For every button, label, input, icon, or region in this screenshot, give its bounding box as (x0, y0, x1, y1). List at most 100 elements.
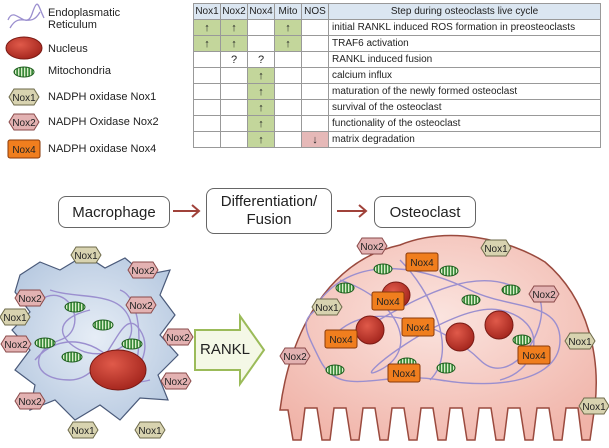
table-cell (220, 99, 248, 116)
table-cell (301, 99, 329, 116)
nox4-marker-label: Nox4 (12, 145, 36, 156)
er-legend-icon (7, 3, 45, 29)
nox1-marker-label: Nox1 (74, 251, 98, 262)
nox4-marker-label: Nox4 (410, 258, 434, 269)
table-cell (301, 115, 329, 132)
table-cell (220, 131, 248, 148)
nox2-marker-label: Nox2 (360, 242, 384, 253)
nox4-marker: Nox4 (405, 252, 439, 272)
nox2-marker: Nox2 (127, 261, 159, 279)
legend-nox4: NADPH oxidase Nox4 (0, 138, 156, 160)
table-cell: ↓ (301, 131, 329, 148)
osteoclast-steps-table: Nox1 Nox2 Nox4 Mito NOS Step during oste… (193, 3, 601, 148)
nox2-marker: Nox2 (160, 372, 192, 390)
nox2-marker-label: Nox2 (166, 333, 190, 344)
nox2-marker-label: Nox2 (129, 301, 153, 312)
nox4-marker: Nox4 (324, 329, 358, 349)
macrophage-cell (11, 254, 179, 421)
nox4-marker: Nox4 (517, 345, 551, 365)
nox1-marker-label: Nox1 (315, 303, 339, 314)
table-cell: ↑ (274, 19, 302, 36)
nox4-marker-label: Nox4 (392, 369, 416, 380)
table-cell: ↑ (247, 67, 275, 84)
nox4-marker-label: Nox4 (406, 323, 430, 334)
nox1-marker: Nox1 (311, 298, 343, 316)
legend-nox1: NADPH oxidase Nox1 (0, 86, 156, 108)
legend-er: Endoplasmatic Reticulum (0, 2, 138, 36)
col-header-nos: NOS (301, 3, 329, 20)
legend-er-label: Endoplasmatic Reticulum (48, 7, 121, 31)
nox1-marker: Nox1 (8, 88, 40, 106)
table-cell (274, 131, 302, 148)
table-cell: ↑ (193, 19, 221, 36)
col-header-nox1: Nox1 (193, 3, 221, 20)
nox1-marker-label: Nox1 (12, 93, 36, 104)
table-cell: ↑ (220, 35, 248, 52)
nox1-marker: Nox1 (70, 246, 102, 264)
table-step-cell: initial RANKL induced ROS formation in p… (328, 19, 601, 36)
nox2-marker-label: Nox2 (18, 294, 42, 305)
table-row: ↑ survival of the osteoclast (193, 99, 601, 116)
table-cell (220, 83, 248, 100)
table-row: ↑↑↑initial RANKL induced ROS formation i… (193, 19, 601, 36)
table-cell (274, 67, 302, 84)
legend-nox4-label: NADPH oxidase Nox4 (48, 143, 157, 155)
nox2-marker: Nox2 (162, 328, 194, 346)
nox2-marker: Nox2 (0, 335, 32, 353)
table-header-row: Nox1 Nox2 Nox4 Mito NOS Step during oste… (193, 3, 601, 20)
col-header-nox2: Nox2 (220, 3, 248, 20)
differentiation-label: Differentiation/ Fusion (220, 193, 318, 228)
table-cell (193, 51, 221, 68)
nox1-marker: Nox1 (578, 397, 609, 415)
legend-nox2: NADPH Oxidase Nox2 (0, 111, 159, 133)
legend-nox2-label: NADPH Oxidase Nox2 (48, 116, 159, 128)
macrophage-box: Macrophage (58, 196, 170, 228)
table-cell (193, 115, 221, 132)
table-step-cell: matrix degradation (328, 131, 601, 148)
nox2-marker-label: Nox2 (4, 340, 28, 351)
nox2-marker: Nox2 (14, 392, 46, 410)
nucleus-legend-icon (5, 36, 43, 60)
table-cell (247, 19, 275, 36)
table-cell (274, 99, 302, 116)
rankl-arrow (194, 312, 266, 388)
legend-nox1-label: NADPH oxidase Nox1 (48, 91, 157, 103)
col-header-step: Step during osteoclasts live cycle (328, 3, 601, 20)
table-cell (301, 51, 329, 68)
nox1-marker-label: Nox1 (71, 426, 95, 437)
table-row: ↑maturation of the newly formed osteocla… (193, 83, 601, 100)
nox4-marker: Nox4 (371, 291, 405, 311)
table-cell (301, 35, 329, 52)
nox4-marker: Nox4 (387, 363, 421, 383)
osteoclast-box: Osteoclast (374, 196, 476, 228)
nox2-marker: Nox2 (528, 285, 560, 303)
table-cell (193, 131, 221, 148)
table-cell (220, 115, 248, 132)
nox1-marker: Nox1 (480, 239, 512, 257)
macrophage-label: Macrophage (72, 203, 156, 221)
table-row: ↑calcium influx (193, 67, 601, 84)
table-cell (193, 83, 221, 100)
table-step-cell: TRAF6 activation (328, 35, 601, 52)
table-cell: ↑ (220, 19, 248, 36)
nox4-marker: Nox4 (7, 139, 41, 159)
stage-arrow-2 (337, 204, 368, 218)
osteoclast-cell (279, 234, 597, 441)
table-step-cell: survival of the osteoclast (328, 99, 601, 116)
nox2-marker: Nox2 (356, 237, 388, 255)
nox2-marker-label: Nox2 (164, 377, 188, 388)
table-cell: ? (247, 51, 275, 68)
nox1-marker: Nox1 (134, 421, 166, 439)
nox2-marker-label: Nox2 (18, 397, 42, 408)
table-cell (301, 83, 329, 100)
table-cell: ↑ (247, 99, 275, 116)
nox4-marker: Nox4 (401, 317, 435, 337)
table-row: ??RANKL induced fusion (193, 51, 601, 68)
table-cell (301, 19, 329, 36)
table-cell: ↑ (274, 35, 302, 52)
table-step-cell: RANKL induced fusion (328, 51, 601, 68)
nox2-marker: Nox2 (8, 113, 40, 131)
mitochondria-legend-icon (13, 66, 35, 78)
table-row: ↑↑↑TRAF6 activation (193, 35, 601, 52)
